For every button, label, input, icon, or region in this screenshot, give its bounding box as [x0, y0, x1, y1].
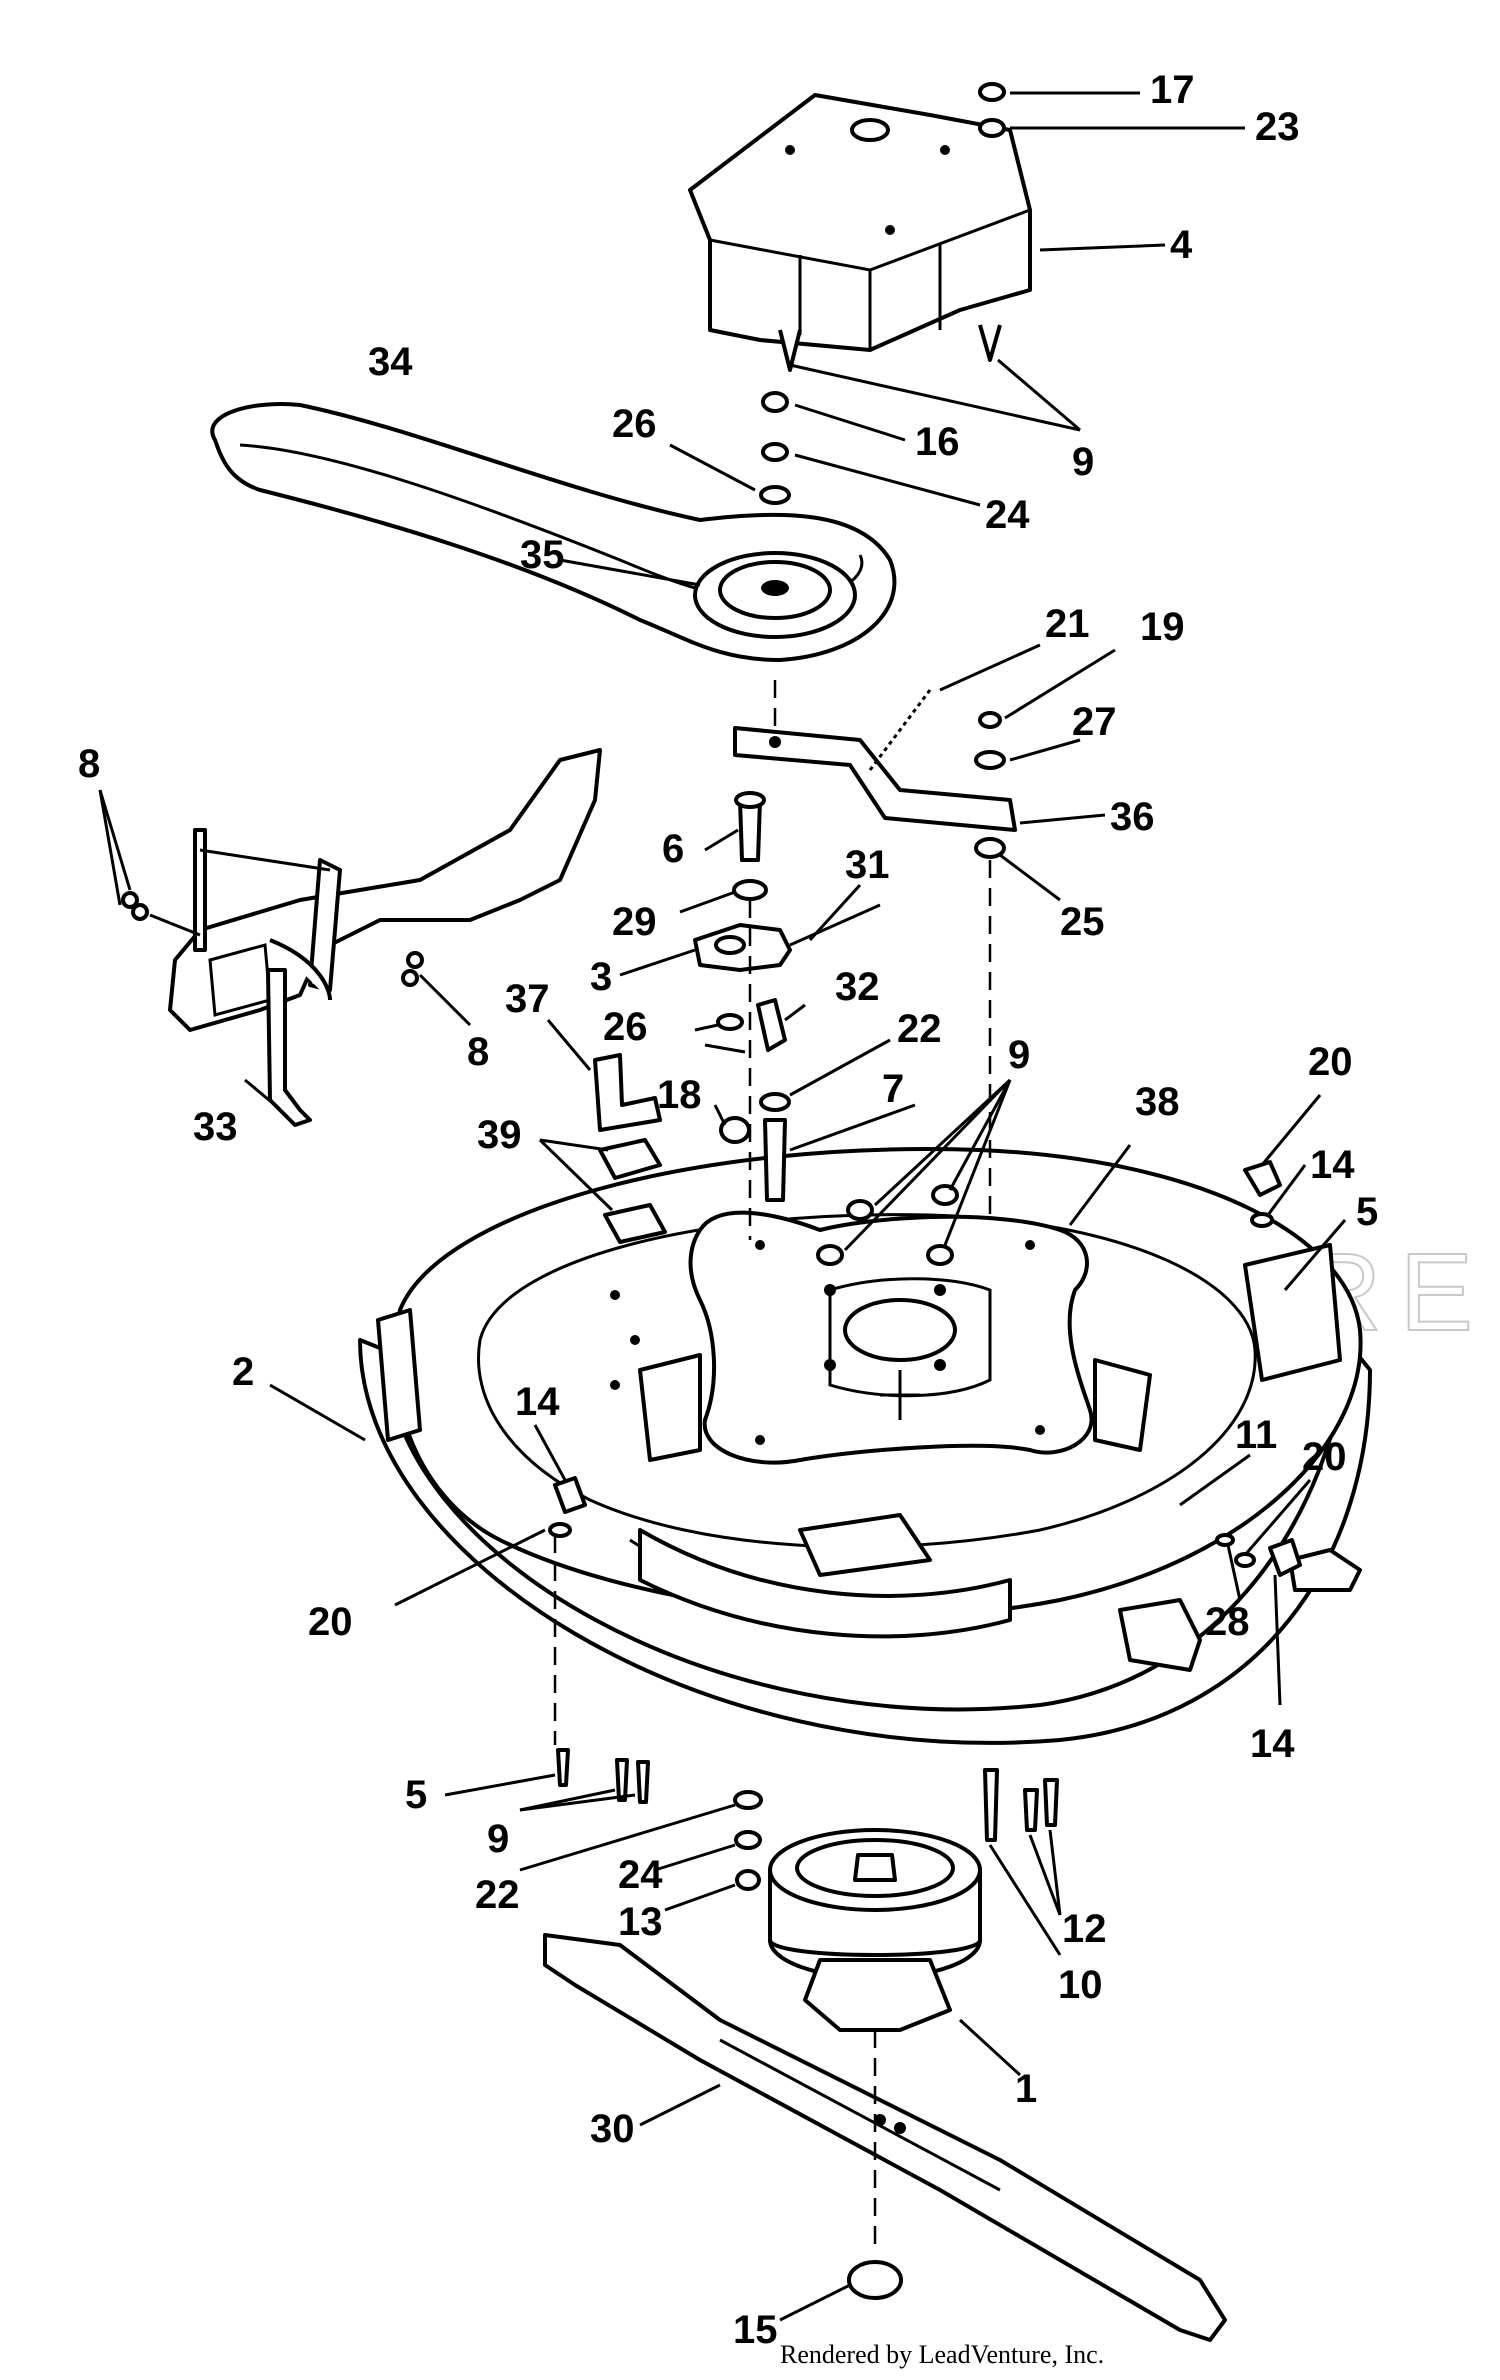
callout-label: 9 — [1072, 440, 1094, 484]
callout-label: 21 — [1045, 602, 1090, 646]
callout-label: 37 — [505, 977, 550, 1021]
lift-bracket — [121, 748, 602, 1127]
drive-belt — [210, 402, 897, 662]
callout-label: 39 — [477, 1113, 522, 1157]
credit-text: Rendered by LeadVenture, Inc. — [780, 2340, 1105, 2369]
callout-label: 1 — [1015, 2067, 1037, 2111]
callout-label: 38 — [1135, 1080, 1180, 1124]
callout-label: 13 — [618, 1900, 663, 1944]
callout-label: 5 — [1356, 1190, 1378, 1234]
callout-label: 15 — [733, 2308, 778, 2352]
belt-cover — [688, 93, 1032, 372]
callout-label: 7 — [882, 1067, 904, 1111]
callout-label: 25 — [1060, 900, 1105, 944]
centerlines — [553, 680, 992, 2250]
callout-label: 27 — [1072, 700, 1117, 744]
center-linkage — [693, 791, 881, 1202]
callout-label: 24 — [985, 493, 1030, 537]
callout-label: 14 — [1310, 1143, 1355, 1187]
callout-label: 30 — [590, 2107, 635, 2151]
deck-hardware — [548, 1160, 1302, 1577]
callout-label: 9 — [1008, 1033, 1030, 1077]
callout-label: 4 — [1170, 223, 1193, 267]
cover-hardware — [978, 82, 1006, 138]
callout-label: 20 — [1308, 1040, 1353, 1084]
callout-label: 20 — [1302, 1435, 1347, 1479]
side-brackets — [593, 1053, 667, 1244]
mower-deck — [358, 1147, 1372, 1745]
callout-label: 3 — [590, 955, 612, 999]
callout-label: 35 — [520, 533, 565, 577]
callout-label: 17 — [1150, 68, 1195, 112]
callout-label: 31 — [845, 843, 890, 887]
callout-label: 8 — [467, 1030, 489, 1074]
callout-label: 2 — [232, 1350, 254, 1394]
callout-label: 16 — [915, 420, 960, 464]
callout-label: 10 — [1058, 1963, 1103, 2007]
callout-label: 28 — [1205, 1600, 1250, 1644]
callout-label: 14 — [515, 1380, 560, 1424]
callout-label: 19 — [1140, 605, 1185, 649]
callout-label: 24 — [618, 1853, 663, 1897]
callout-label: 18 — [657, 1073, 702, 1117]
callout-labels: 17 23 4 9 34 26 16 24 35 21 19 27 36 25 … — [78, 68, 1378, 2352]
idler-hardware — [759, 391, 791, 505]
callout-label: 22 — [475, 1873, 520, 1917]
callout-label: 32 — [835, 965, 880, 1009]
callout-label: 11 — [1235, 1413, 1277, 1457]
leader-lines — [98, 91, 1347, 2322]
callout-label: 5 — [405, 1773, 427, 1817]
callout-label: 29 — [612, 900, 657, 944]
callout-label: 9 — [487, 1817, 509, 1861]
callout-label: 26 — [612, 402, 657, 446]
callout-label: 34 — [368, 340, 413, 384]
mower-blade — [543, 1933, 1227, 2342]
callout-label: 6 — [662, 827, 684, 871]
callout-label: 14 — [1250, 1722, 1295, 1766]
spindle-assembly — [768, 1828, 982, 2032]
callout-label: 36 — [1110, 795, 1155, 839]
callout-label: 23 — [1255, 105, 1300, 149]
callout-label: 8 — [78, 742, 100, 786]
spindle-hardware — [556, 1748, 1059, 2300]
callout-label: 26 — [603, 1005, 648, 1049]
idler-arm — [733, 689, 1017, 859]
callout-label: 12 — [1062, 1907, 1107, 1951]
callout-label: 33 — [193, 1105, 238, 1149]
callout-label: 22 — [897, 1007, 942, 1051]
callout-label: 20 — [308, 1600, 353, 1644]
